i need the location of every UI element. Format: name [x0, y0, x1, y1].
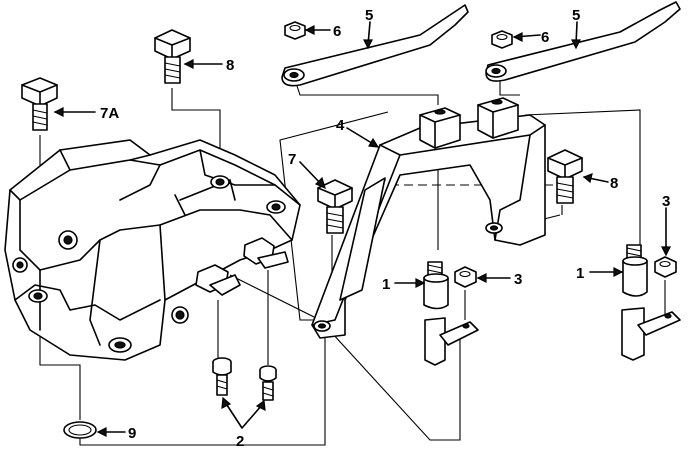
label-1-right: 1	[576, 265, 584, 282]
label-5-right: 5	[572, 7, 580, 24]
callout-arrows	[53, 21, 671, 437]
label-8-left: 8	[226, 57, 234, 74]
stud-1-left	[423, 261, 449, 310]
shift-lug-middle	[424, 317, 479, 366]
washer-9	[63, 421, 97, 439]
bolt-8-right	[547, 149, 583, 204]
shift-arm-left	[281, 4, 469, 87]
bolt-7-center	[317, 179, 353, 234]
nut-6-left	[284, 21, 306, 40]
stud-1-right	[622, 244, 648, 297]
bolt-8-left	[154, 29, 191, 84]
label-7a: 7A	[100, 105, 119, 122]
label-2: 2	[236, 433, 244, 450]
label-6-left: 6	[333, 23, 341, 40]
nut-3-right	[654, 256, 677, 278]
label-7: 7	[288, 151, 296, 168]
nut-3-middle	[454, 266, 477, 288]
label-5-left: 5	[365, 7, 373, 24]
callout-labels: 7A 8 6 5 6 5 4 7 8 3 1 3 1 2 9	[100, 7, 670, 450]
bolt-7a	[21, 77, 58, 131]
label-4: 4	[336, 117, 345, 134]
nut-6-right	[491, 30, 513, 49]
gear-housing	[4, 139, 301, 361]
label-3-right: 3	[662, 193, 670, 210]
label-9: 9	[128, 425, 136, 442]
label-1-left: 1	[382, 276, 390, 293]
label-3-middle: 3	[514, 271, 522, 288]
shift-lug-right	[621, 307, 681, 361]
screws-2	[212, 357, 277, 401]
bracket-4	[311, 97, 546, 339]
shift-arm-right	[485, 1, 681, 82]
label-6-right: 6	[541, 29, 549, 46]
label-8-right: 8	[610, 175, 618, 192]
